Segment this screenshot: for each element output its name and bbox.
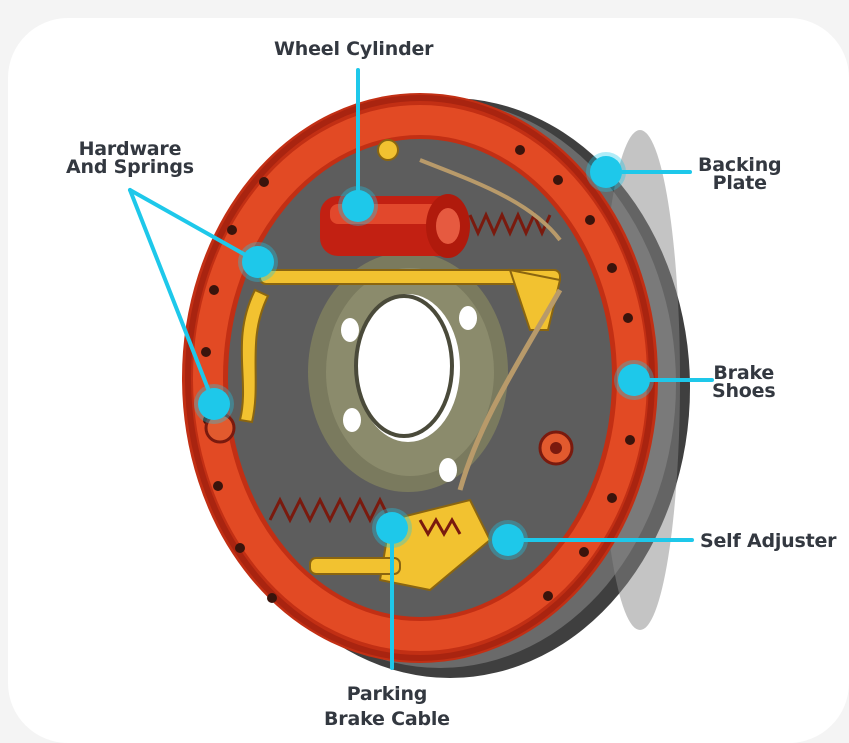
hub — [308, 252, 508, 492]
marker-backing-plate — [586, 152, 626, 192]
adjuster-bolts — [204, 412, 574, 466]
label-hardware-springs: Hardware And Springs — [66, 138, 194, 178]
label-backing-plate: Backing Plate — [698, 154, 782, 194]
label-self-adjuster: Self Adjuster — [700, 530, 837, 552]
hardware-linkage — [238, 139, 562, 592]
marker-self-adjuster — [488, 520, 528, 560]
label-parking-brake-cable: Parking Brake Cable — [324, 683, 450, 730]
label-wheel-cylinder: Wheel Cylinder — [274, 38, 434, 60]
marker-hardware-springs-upper — [238, 242, 278, 282]
callout-markers — [194, 152, 654, 560]
marker-parking-brake-cable — [372, 508, 412, 548]
marker-wheel-cylinder — [338, 186, 378, 226]
label-brake-shoes: Brake Shoes — [712, 362, 776, 402]
cable-path — [457, 288, 563, 491]
marker-hardware-springs-lower — [194, 384, 234, 424]
springs — [268, 211, 552, 538]
marker-brake-shoes — [614, 360, 654, 400]
